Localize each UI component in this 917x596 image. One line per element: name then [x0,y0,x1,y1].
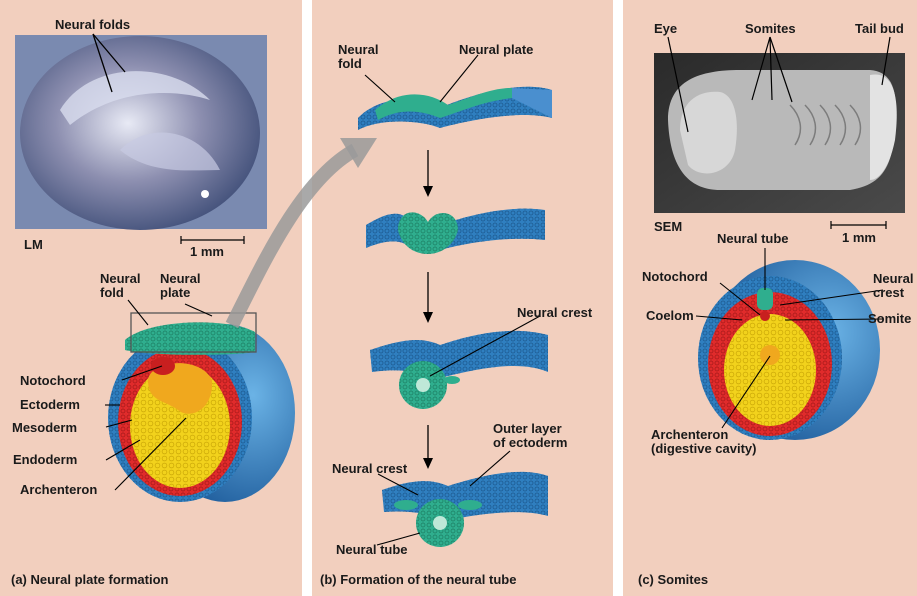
scale-bar-a [181,236,244,244]
embryo-cross-section-a [108,322,295,502]
sem-photo [654,53,905,213]
somites-label: Somites [745,22,796,36]
scale-a-label: 1 mm [190,245,224,259]
stage-3-neural-crest [370,331,548,409]
archenteron-label-a: Archenteron [20,483,97,497]
scale-bar-c [831,221,886,229]
neural-crest-label-b2: Neural crest [332,462,407,476]
lm-label: LM [24,238,43,252]
coelom-label: Coelom [646,309,694,323]
stage-4-neural-tube [382,472,548,547]
neural-folds-label: Neural folds [55,18,130,32]
archenteron-label-c: Archenteron(digestive cavity) [651,428,757,456]
tail-bud-label: Tail bud [855,22,904,36]
neural-tube-label-c: Neural tube [717,232,789,246]
ectoderm-label: Ectoderm [20,398,80,412]
stage-1-neural-plate [358,87,552,130]
neural-crest-label-b1: Neural crest [517,306,592,320]
neural-tube-label-b: Neural tube [336,543,408,557]
neural-plate-label-b: Neural plate [459,43,533,57]
sem-label: SEM [654,220,682,234]
mesoderm-label: Mesoderm [12,421,77,435]
scale-c-label: 1 mm [842,231,876,245]
caption-a: (a) Neural plate formation [11,572,168,587]
somite-label: Somite [868,312,911,326]
caption-b: (b) Formation of the neural tube [320,572,516,587]
notochord-label-a: Notochord [20,374,86,388]
eye-label: Eye [654,22,677,36]
lm-photo [15,35,267,230]
caption-c: (c) Somites [638,572,708,587]
notochord-label-c: Notochord [642,270,708,284]
endoderm-label: Endoderm [13,453,77,467]
stage-2-neural-groove [366,209,545,254]
